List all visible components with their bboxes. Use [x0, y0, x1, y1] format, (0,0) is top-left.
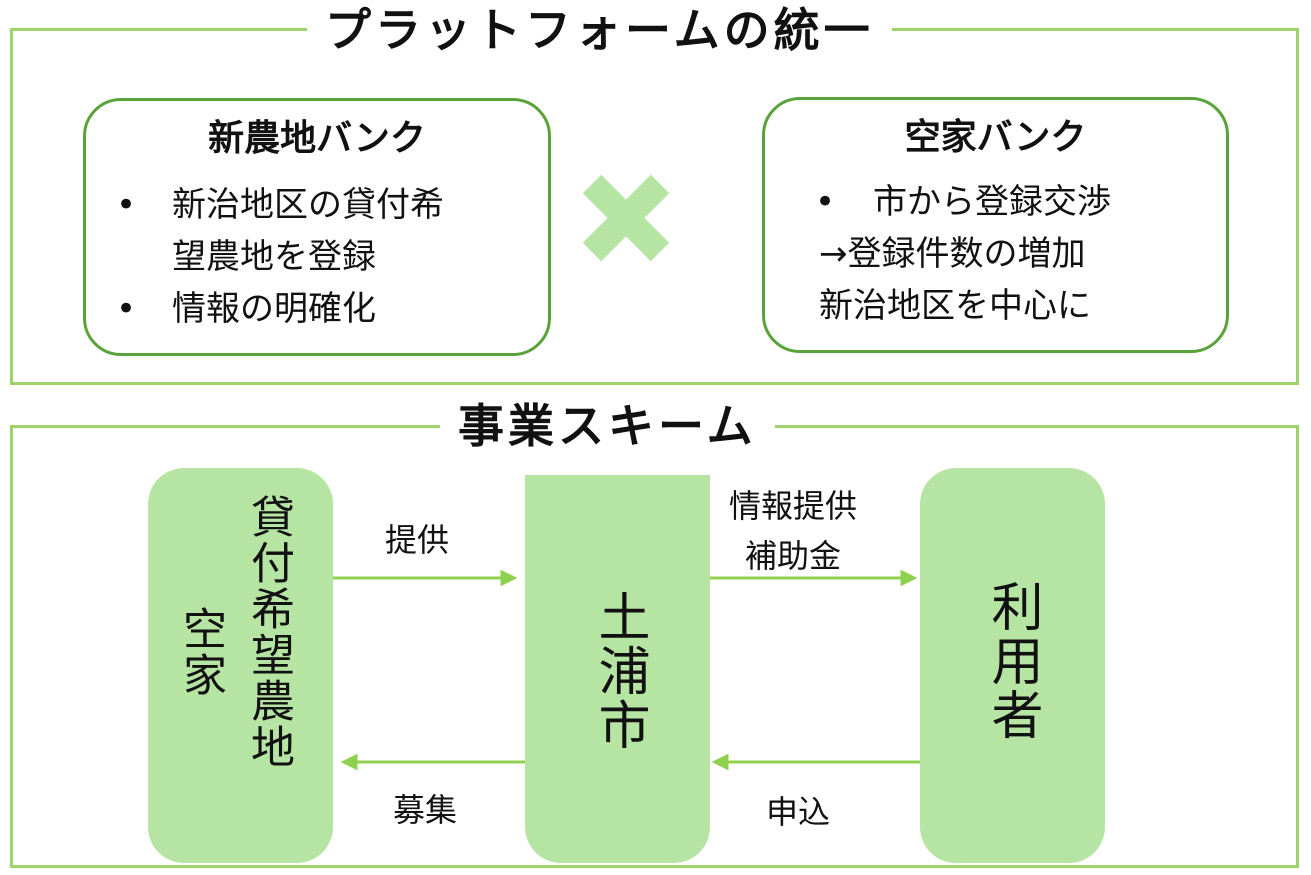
arrow-recruit-label: 募集	[393, 791, 458, 829]
bullet-icon: •	[815, 182, 836, 222]
farmland-bank-title: 新農地バンク	[208, 118, 426, 159]
farmland-bullet1-line1: 新治地区の貸付希	[172, 185, 444, 225]
arrow-provide-label: 提供	[385, 521, 450, 559]
farmland-bullet1-line2: 望農地を登録	[172, 237, 376, 277]
arrow-info-head	[900, 569, 918, 587]
vacant-house-line1: 市から登録交渉	[873, 182, 1111, 222]
city-label: 土浦市	[589, 590, 649, 752]
arrow-provide-head	[500, 569, 518, 587]
arrow-info-label-line1: 情報提供	[729, 487, 858, 525]
farmland-bank-box: 新農地バンク • 新治地区の貸付希 望農地を登録 • 情報の明確化	[83, 98, 551, 356]
provider-farmland-label: 貸付希望農地	[243, 494, 294, 770]
provider-node: 貸付希望農地 空家	[148, 468, 333, 863]
vacant-house-line3: 新治地区を中心に	[819, 286, 1091, 326]
vacant-house-bank-box: 空家バンク • 市から登録交渉 →登録件数の増加 新治地区を中心に	[762, 97, 1229, 353]
arrow-apply-label: 申込	[766, 793, 831, 831]
arrow-apply-head	[711, 753, 729, 771]
arrow-info-label-line2: 補助金	[745, 537, 842, 575]
city-node: 土浦市	[525, 475, 710, 863]
platform-title: プラットフォームの統一	[307, 2, 892, 58]
vacant-house-line2: →登録件数の増加	[819, 234, 1086, 274]
arrow-recruit-head	[340, 753, 358, 771]
users-label: 利用者	[982, 580, 1042, 742]
cross-icon	[582, 174, 670, 262]
bullet-icon: •	[116, 185, 137, 225]
farmland-bullet2: 情報の明確化	[172, 289, 376, 329]
bullet-icon: •	[116, 289, 137, 329]
provider-vacant-label: 空家	[175, 606, 226, 698]
vacant-house-bank-title: 空家バンク	[904, 117, 1087, 158]
users-node: 利用者	[920, 468, 1105, 863]
scheme-title: 事業スキーム	[440, 398, 775, 454]
